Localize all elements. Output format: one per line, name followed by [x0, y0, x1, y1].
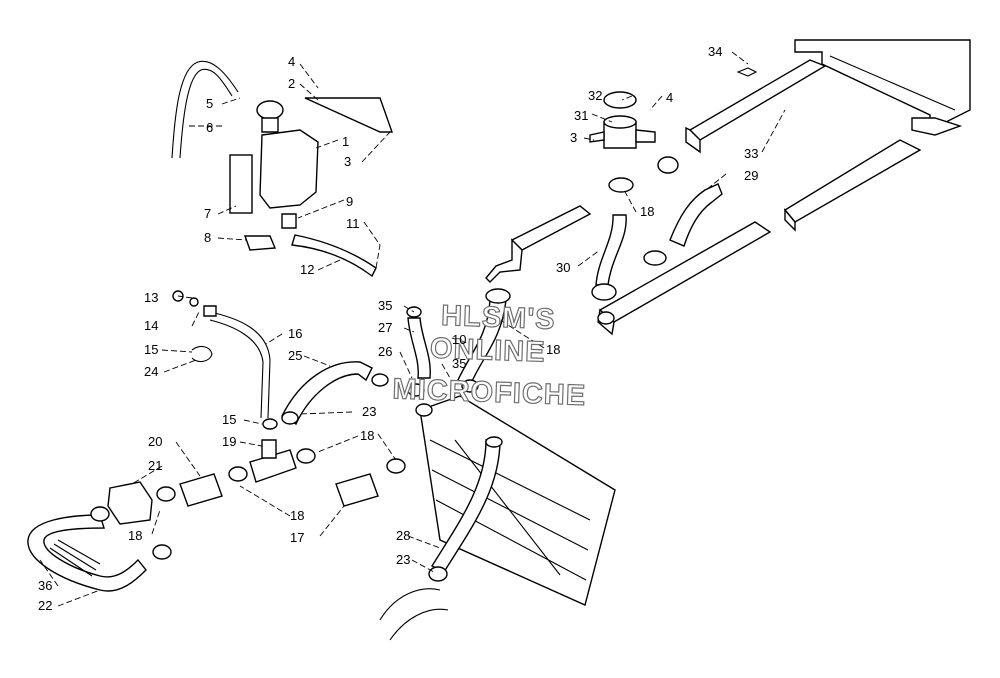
callout: 26: [378, 344, 392, 359]
elbow-21: [107, 481, 153, 525]
callout: 23: [362, 404, 376, 419]
hose-12: [291, 234, 377, 278]
callout: 5: [206, 96, 213, 111]
hose-30: [591, 214, 667, 301]
callout: 23: [396, 552, 410, 567]
callout: 3: [344, 154, 351, 169]
callout: 28: [396, 528, 410, 543]
upper-heat-exchanger: [485, 205, 592, 283]
hose-27: [407, 317, 431, 379]
callout: 18: [640, 204, 654, 219]
callout: 7: [204, 206, 211, 221]
callout: 25: [288, 348, 302, 363]
callout: 1: [342, 134, 349, 149]
watermark-line2: ONLINE: [429, 333, 546, 369]
watermark-line3: MICROFICHE: [392, 373, 587, 412]
callout: 18: [290, 508, 304, 523]
callout: 12: [300, 262, 314, 277]
callout: 11: [346, 216, 360, 231]
hose-29: [669, 183, 723, 247]
pipe-assembly: [179, 439, 379, 507]
callout: 24: [144, 364, 158, 379]
callout: 4: [288, 54, 295, 69]
callout-labels: 34 4 2 5 6 1 3 7 9 11 8 12 32 4 31 3 33 …: [38, 44, 758, 613]
callout: 13: [144, 290, 158, 305]
callout: 15: [144, 342, 158, 357]
callout: 18: [546, 342, 560, 357]
callout: 34: [708, 44, 722, 59]
callout: 29: [744, 168, 758, 183]
callout: 19: [222, 434, 236, 449]
hose-clamps: [90, 306, 479, 582]
callout: 31: [574, 108, 588, 123]
hose-22: [27, 514, 147, 592]
callout: 32: [588, 88, 602, 103]
callout: 15: [222, 412, 236, 427]
callout: 16: [288, 326, 302, 341]
callout: 14: [144, 318, 158, 333]
callout: 33: [744, 146, 758, 161]
watermark-line1: HLSM'S: [441, 300, 556, 336]
callout: 8: [204, 230, 211, 245]
callout: 27: [378, 320, 392, 335]
callout: 3: [570, 130, 577, 145]
callout: 22: [38, 598, 52, 613]
overflow-hose: [171, 60, 239, 159]
callout: 10: [452, 332, 466, 347]
hose-16: [209, 311, 271, 419]
callout: 20: [148, 434, 162, 449]
callout: 6: [206, 120, 213, 135]
callout: 18: [128, 528, 142, 543]
callout: 2: [288, 76, 295, 91]
small-fittings: [172, 290, 217, 363]
front-heat-exchanger: [597, 221, 772, 336]
watermark: HLSM'S ONLINE MICROFICHE: [391, 299, 587, 412]
callout: 35: [378, 298, 392, 313]
thermostat-housing: [589, 91, 679, 193]
hose-25: [281, 361, 373, 425]
callout: 36: [38, 578, 52, 593]
callout: 4: [666, 90, 673, 105]
callout: 35: [452, 356, 466, 371]
leader-lines: [39, 51, 786, 607]
callout: 21: [148, 458, 162, 473]
callout: 17: [290, 530, 304, 545]
callout: 18: [360, 428, 374, 443]
heat-exchanger-frame: [685, 39, 971, 232]
coolant-bottle: [229, 97, 393, 251]
callout: 30: [556, 260, 570, 275]
callout: 9: [346, 194, 353, 209]
tunnel-chassis: [379, 395, 616, 641]
